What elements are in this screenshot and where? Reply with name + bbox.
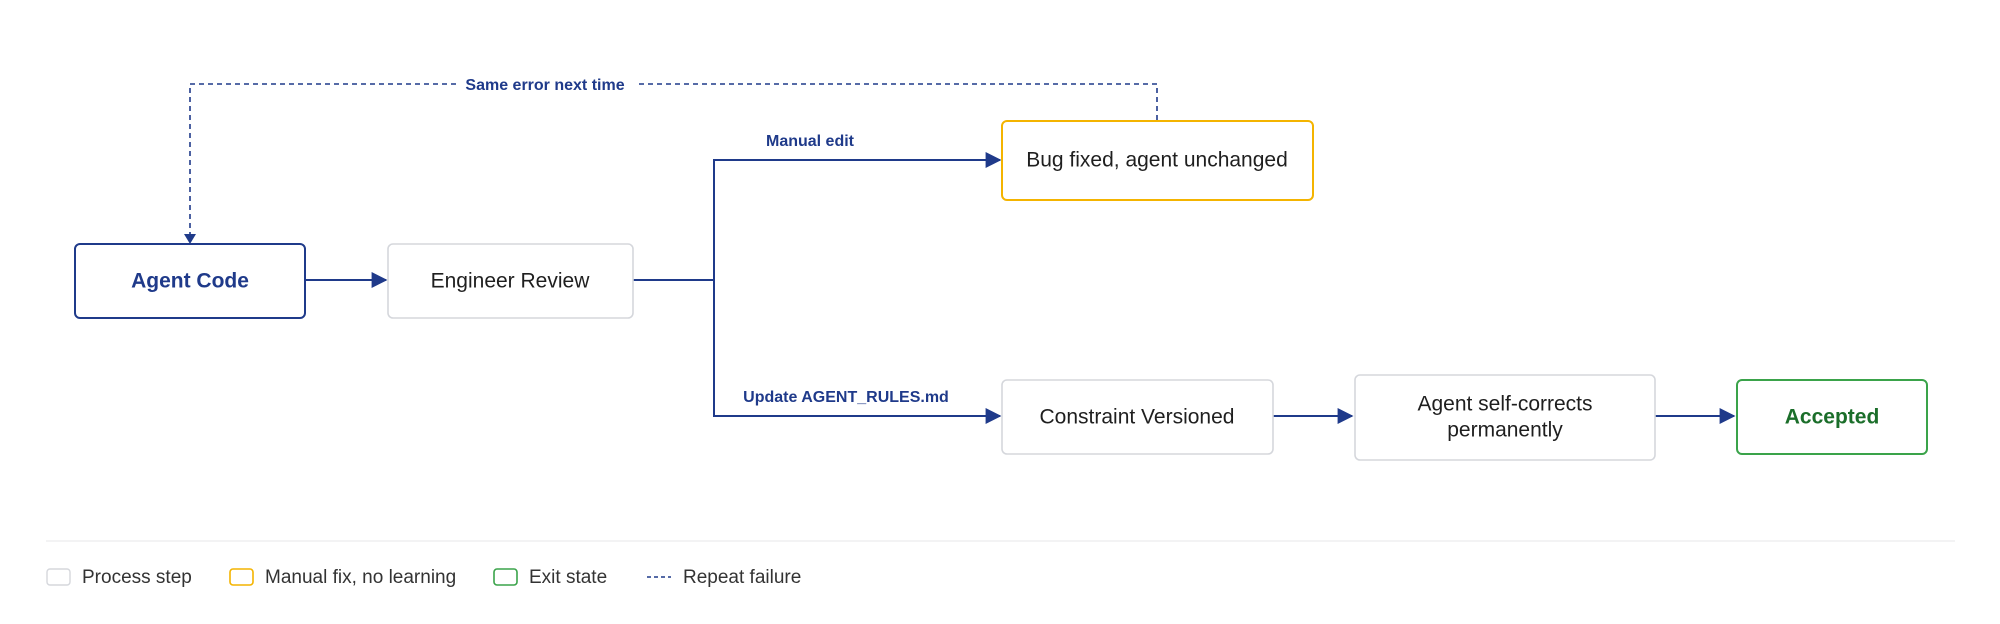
node-constraint-versioned-label: Constraint Versioned: [1040, 406, 1235, 429]
edge-label-update-rules: Update AGENT_RULES.md: [743, 389, 949, 406]
node-engineer-review-label: Engineer Review: [431, 270, 591, 293]
legend: Process step Manual fix, no learning Exi…: [46, 567, 801, 588]
legend-label-exit-state: Exit state: [529, 567, 607, 588]
legend-swatch-manual-fix: [229, 568, 254, 586]
edge-label-same-error: Same error next time: [465, 77, 624, 94]
edge-repeat-failure-loop: [189, 83, 1158, 242]
repeat-failure-arrowhead: [184, 234, 196, 244]
edge-label-manual-edit: Manual edit: [766, 133, 855, 150]
node-constraint-versioned[interactable]: Constraint Versioned: [1001, 379, 1274, 455]
node-accepted[interactable]: Accepted: [1736, 379, 1928, 455]
legend-label-repeat-failure: Repeat failure: [683, 567, 801, 588]
node-bug-fixed[interactable]: Bug fixed, agent unchanged: [1001, 120, 1314, 201]
node-agent-code[interactable]: Agent Code: [74, 243, 306, 319]
legend-item-exit-state: Exit state: [493, 567, 607, 588]
node-bug-fixed-label: Bug fixed, agent unchanged: [1026, 149, 1288, 172]
legend-swatch-exit-state: [493, 568, 518, 586]
node-accepted-label: Accepted: [1785, 406, 1880, 429]
legend-swatch-process-step: [46, 568, 71, 586]
legend-item-repeat-failure: Repeat failure: [647, 567, 801, 588]
node-engineer-review[interactable]: Engineer Review: [387, 243, 634, 319]
node-agent-code-label: Agent Code: [131, 270, 249, 293]
legend-label-manual-fix: Manual fix, no learning: [265, 567, 456, 588]
edge-review-to-bugfix: [633, 152, 1002, 281]
edge-review-to-constraint: [713, 280, 1002, 424]
legend-label-process-step: Process step: [82, 567, 192, 588]
node-agent-self-corrects-label-line1: Agent self-corrects: [1417, 393, 1592, 416]
legend-item-manual-fix: Manual fix, no learning: [229, 567, 456, 588]
node-agent-self-corrects-label-line2: permanently: [1447, 419, 1563, 442]
legend-item-process-step: Process step: [46, 567, 192, 588]
node-agent-self-corrects[interactable]: Agent self-corrects permanently: [1354, 374, 1656, 461]
